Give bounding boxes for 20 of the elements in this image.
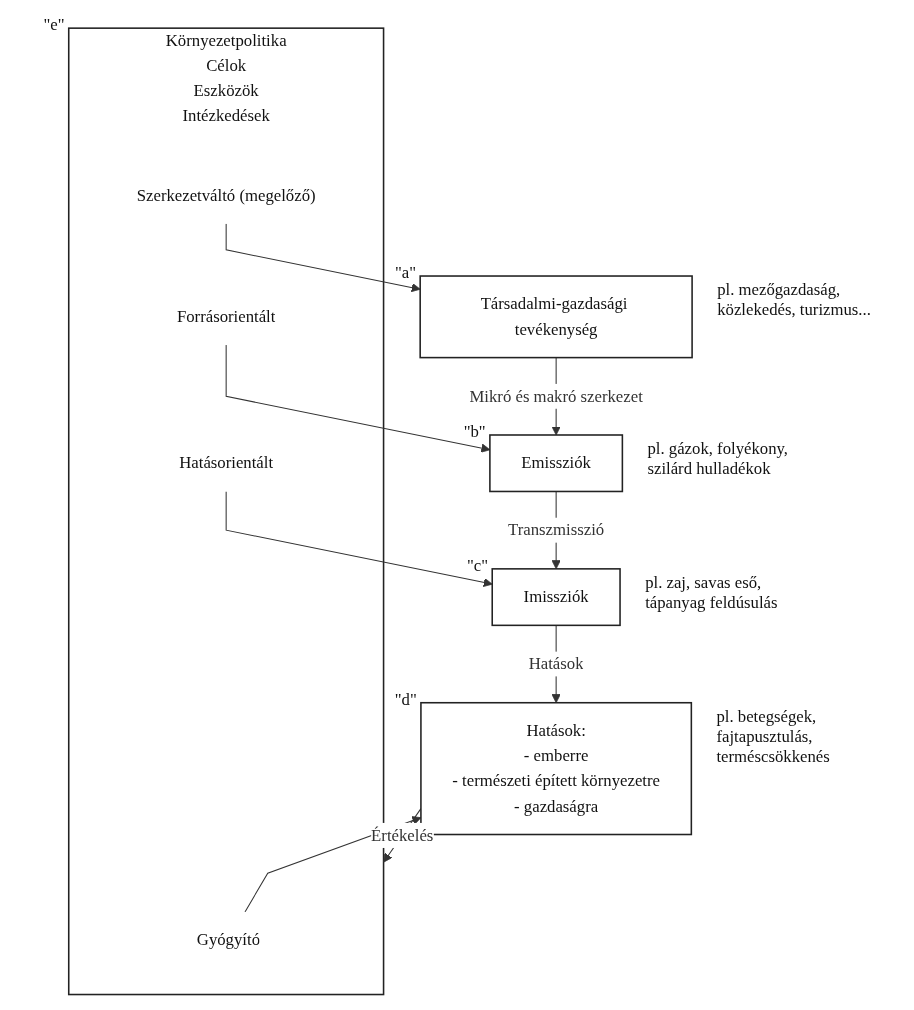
node-letter: "e" xyxy=(43,15,65,35)
node-letter: "d" xyxy=(394,689,417,709)
node-text: Gyógyító xyxy=(196,930,260,949)
edge-label: Transzmisszió xyxy=(507,520,604,539)
example-note: pl. zaj, savas eső, tápanyag feldúsulás xyxy=(644,572,778,612)
node-box: Emissziók xyxy=(488,434,623,493)
node-letter: "b" xyxy=(463,422,486,442)
node-box: Imissziók xyxy=(491,568,621,627)
example-note: pl. mezőgazdaság, közlekedés, turizmus... xyxy=(717,279,871,319)
node-text: Hatásorientált xyxy=(179,453,273,472)
example-note: pl. betegségek, fajtapusztulás, terméscsökkenés xyxy=(716,706,830,766)
example-note: pl. gázok, folyékony, szilárd hulladékok xyxy=(647,438,788,478)
node-text: Szerkezetváltó (megelőző) xyxy=(136,186,316,204)
node-text: Forrásorientált xyxy=(176,307,276,326)
arrow xyxy=(225,490,493,587)
edge-label: Mikró és makró szerkezet xyxy=(469,386,643,405)
node-box: Társadalmi-gazdasági tevékenység xyxy=(419,275,693,359)
node-letter: "c" xyxy=(466,555,488,575)
node-letter: "a" xyxy=(394,263,416,283)
edge-label: Hatások xyxy=(528,654,584,673)
